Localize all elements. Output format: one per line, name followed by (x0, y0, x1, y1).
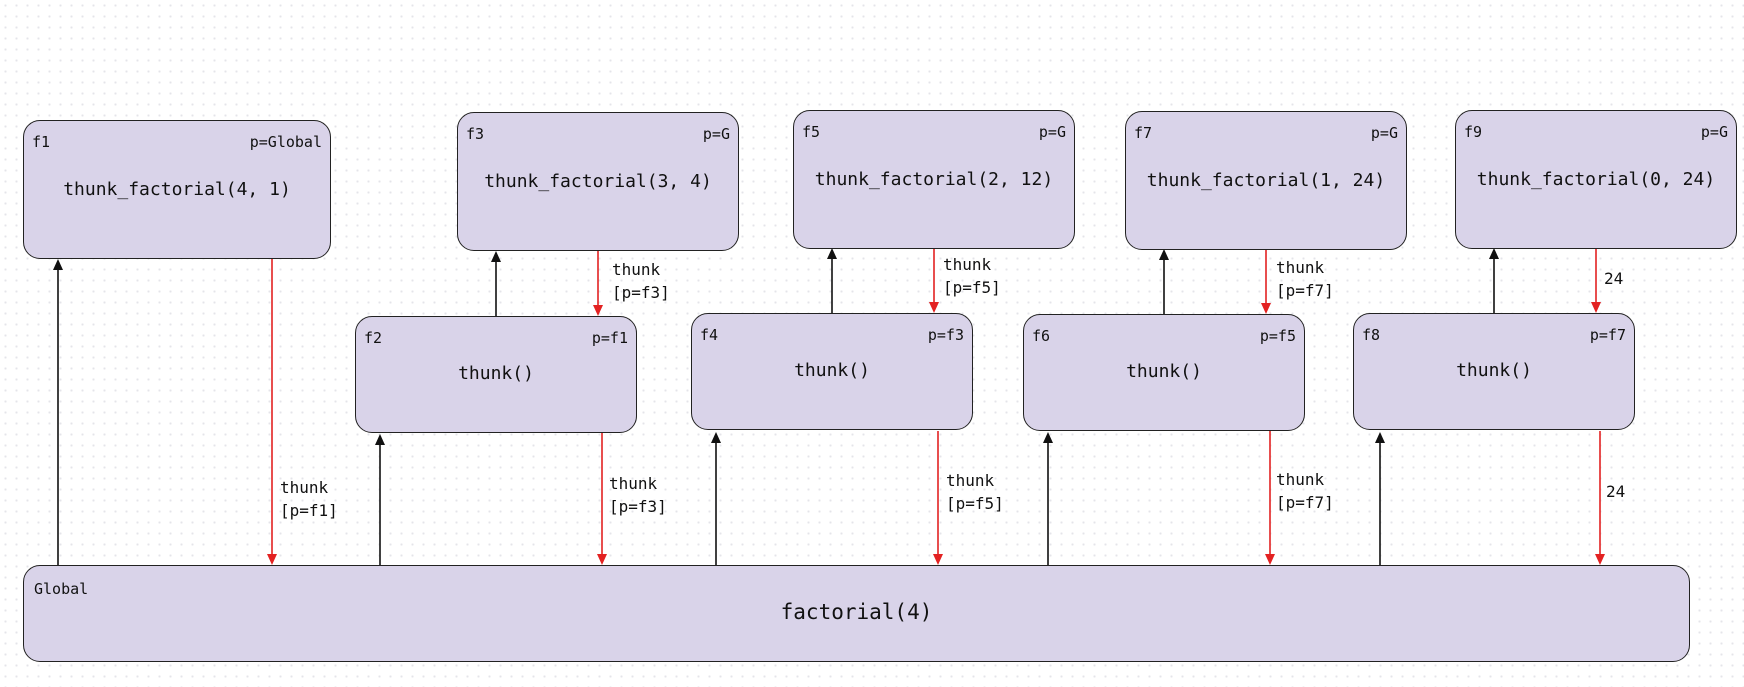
arrowhead-down (933, 554, 943, 565)
return-label-f3-f2: thunk [p=f3] (612, 260, 670, 302)
arrowhead-up (491, 251, 501, 262)
arrowhead-up (375, 434, 385, 445)
frame-call: thunk() (458, 363, 534, 384)
frame-f9[interactable]: f9 p=G thunk_factorial(0, 24) (1455, 110, 1737, 249)
frame-parent: p=G (1038, 123, 1066, 141)
arrowhead-up (53, 259, 63, 270)
frame-call: thunk() (1456, 360, 1532, 381)
frame-id: f3 (466, 125, 485, 143)
frame-call: thunk() (1126, 361, 1202, 382)
return-label-f9-f8: 24 (1604, 269, 1624, 288)
arrowhead-down (1591, 302, 1601, 313)
arrowhead-down (593, 305, 603, 316)
frame-parent: p=G (1370, 124, 1398, 142)
global-frame-label: Global (34, 580, 89, 598)
arrowhead-up (711, 432, 721, 443)
frame-parent: p=Global (249, 133, 322, 151)
frame-id: f1 (32, 133, 51, 151)
frame-id: f4 (700, 326, 719, 344)
return-label-f6-global: thunk [p=f7] (1276, 470, 1334, 512)
return-label-f7-f6: thunk [p=f7] (1276, 258, 1334, 300)
frame-parent: p=f5 (1259, 327, 1296, 345)
frame-id: f2 (364, 329, 383, 347)
arrowhead-up (1159, 249, 1169, 260)
frame-call: thunk_factorial(2, 12) (814, 169, 1054, 190)
frame-call: thunk_factorial(1, 24) (1146, 170, 1386, 191)
return-label-f8-global: 24 (1606, 482, 1626, 501)
global-frame[interactable]: Global factorial(4) (23, 565, 1690, 662)
arrowhead-up (1489, 248, 1499, 259)
arrowhead-down (1261, 303, 1271, 314)
frame-f3[interactable]: f3 p=G thunk_factorial(3, 4) (457, 112, 739, 251)
arrowhead-up (1375, 432, 1385, 443)
arrowhead-down (267, 554, 277, 565)
frame-id: f6 (1032, 327, 1051, 345)
frame-parent: p=f7 (1589, 326, 1626, 344)
frame-id: f8 (1362, 326, 1381, 344)
frame-call: thunk_factorial(3, 4) (484, 171, 712, 192)
frame-call: thunk_factorial(4, 1) (63, 179, 291, 200)
arrowhead-down (929, 302, 939, 313)
return-label-f4-global: thunk [p=f5] (946, 471, 1004, 513)
arrowhead-up (1043, 432, 1053, 443)
arrowhead-down (597, 554, 607, 565)
return-label-f1-global: thunk [p=f1] (280, 478, 338, 520)
frame-parent: p=f3 (927, 326, 964, 344)
frame-f8[interactable]: f8 p=f7 thunk() (1353, 313, 1635, 430)
frame-parent: p=f1 (591, 329, 628, 347)
frame-parent: p=G (702, 125, 730, 143)
return-label-f5-f4: thunk [p=f5] (943, 255, 1001, 297)
frame-call: thunk_factorial(0, 24) (1476, 169, 1716, 190)
arrowhead-up (827, 248, 837, 259)
arrowhead-down (1265, 554, 1275, 565)
global-call: factorial(4) (780, 600, 933, 624)
frame-f6[interactable]: f6 p=f5 thunk() (1023, 314, 1305, 431)
return-label-f2-global: thunk [p=f3] (609, 474, 667, 516)
frame-f2[interactable]: f2 p=f1 thunk() (355, 316, 637, 433)
frame-id: f9 (1464, 123, 1483, 141)
frame-id: f5 (802, 123, 821, 141)
frame-f4[interactable]: f4 p=f3 thunk() (691, 313, 973, 430)
frame-call: thunk() (794, 360, 870, 381)
frame-id: f7 (1134, 124, 1153, 142)
arrowhead-down (1595, 554, 1605, 565)
frame-f1[interactable]: f1 p=Global thunk_factorial(4, 1) (23, 120, 331, 259)
frame-f5[interactable]: f5 p=G thunk_factorial(2, 12) (793, 110, 1075, 249)
frame-parent: p=G (1700, 123, 1728, 141)
frame-f7[interactable]: f7 p=G thunk_factorial(1, 24) (1125, 111, 1407, 250)
